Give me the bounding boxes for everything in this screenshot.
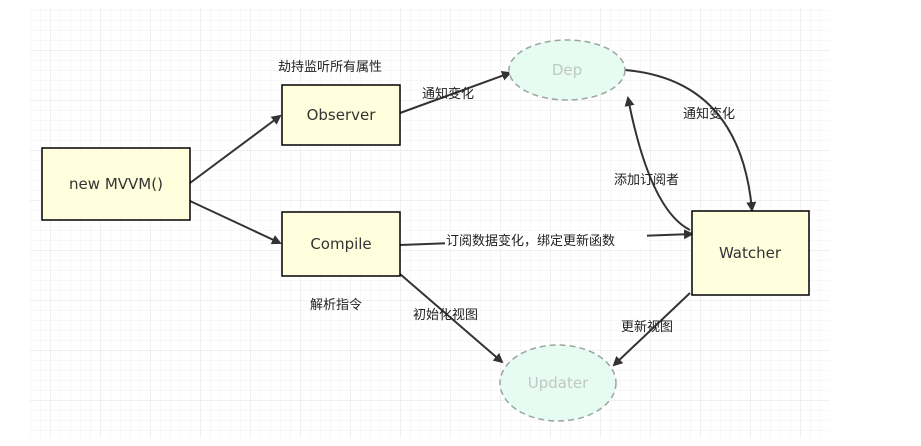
label-compile-watcher-bg	[445, 231, 647, 249]
edge-mvvm-observer	[189, 114, 282, 184]
label-watcher-dep: 添加订阅者	[614, 173, 679, 188]
label-compile-watcher: 订阅数据变化，绑定更新函数	[446, 233, 615, 249]
edge-watcher-dep	[624, 96, 691, 231]
node-compile: Compile	[281, 211, 401, 277]
edge-observer-dep	[399, 71, 512, 114]
annotation-observer: 劫持监听所有属性	[278, 60, 382, 75]
edge-watcher-updater	[612, 292, 691, 367]
label-dep-watcher: 通知变化	[683, 106, 735, 122]
node-mvvm: new MVVM()	[41, 147, 191, 221]
edge-mvvm-compile	[189, 200, 282, 245]
edge-compile-updater	[399, 273, 504, 364]
node-dep-ellipse	[508, 39, 626, 101]
node-compile-box	[281, 211, 401, 277]
label-watcher-updater: 更新视图	[621, 319, 673, 335]
node-mvvm-box	[41, 147, 191, 221]
node-mvvm-label: new MVVM()	[69, 175, 163, 193]
annotation-compile: 解析指令	[310, 298, 362, 313]
node-updater-label: Updater	[528, 374, 589, 392]
label-observer-dep: 通知变化	[422, 86, 474, 102]
node-dep: Dep	[508, 39, 626, 101]
node-watcher-label: Watcher	[719, 244, 782, 262]
annotations: 劫持监听所有属性 解析指令	[278, 60, 382, 313]
node-updater-ellipse	[499, 344, 617, 422]
node-updater: Updater	[499, 344, 617, 422]
node-observer-label: Observer	[307, 106, 377, 124]
edge-dep-watcher	[624, 69, 757, 212]
node-watcher: Watcher	[691, 210, 810, 296]
label-compile-updater: 初始化视图	[413, 308, 478, 323]
node-observer: Observer	[281, 84, 401, 146]
node-watcher-box	[691, 210, 810, 296]
node-dep-label: Dep	[552, 61, 582, 79]
node-observer-box	[281, 84, 401, 146]
edge-labels: 通知变化 通知变化 添加订阅者 订阅数据变化，绑定更新函数 初始化视图 更新视图	[413, 86, 735, 335]
node-compile-label: Compile	[310, 235, 371, 253]
